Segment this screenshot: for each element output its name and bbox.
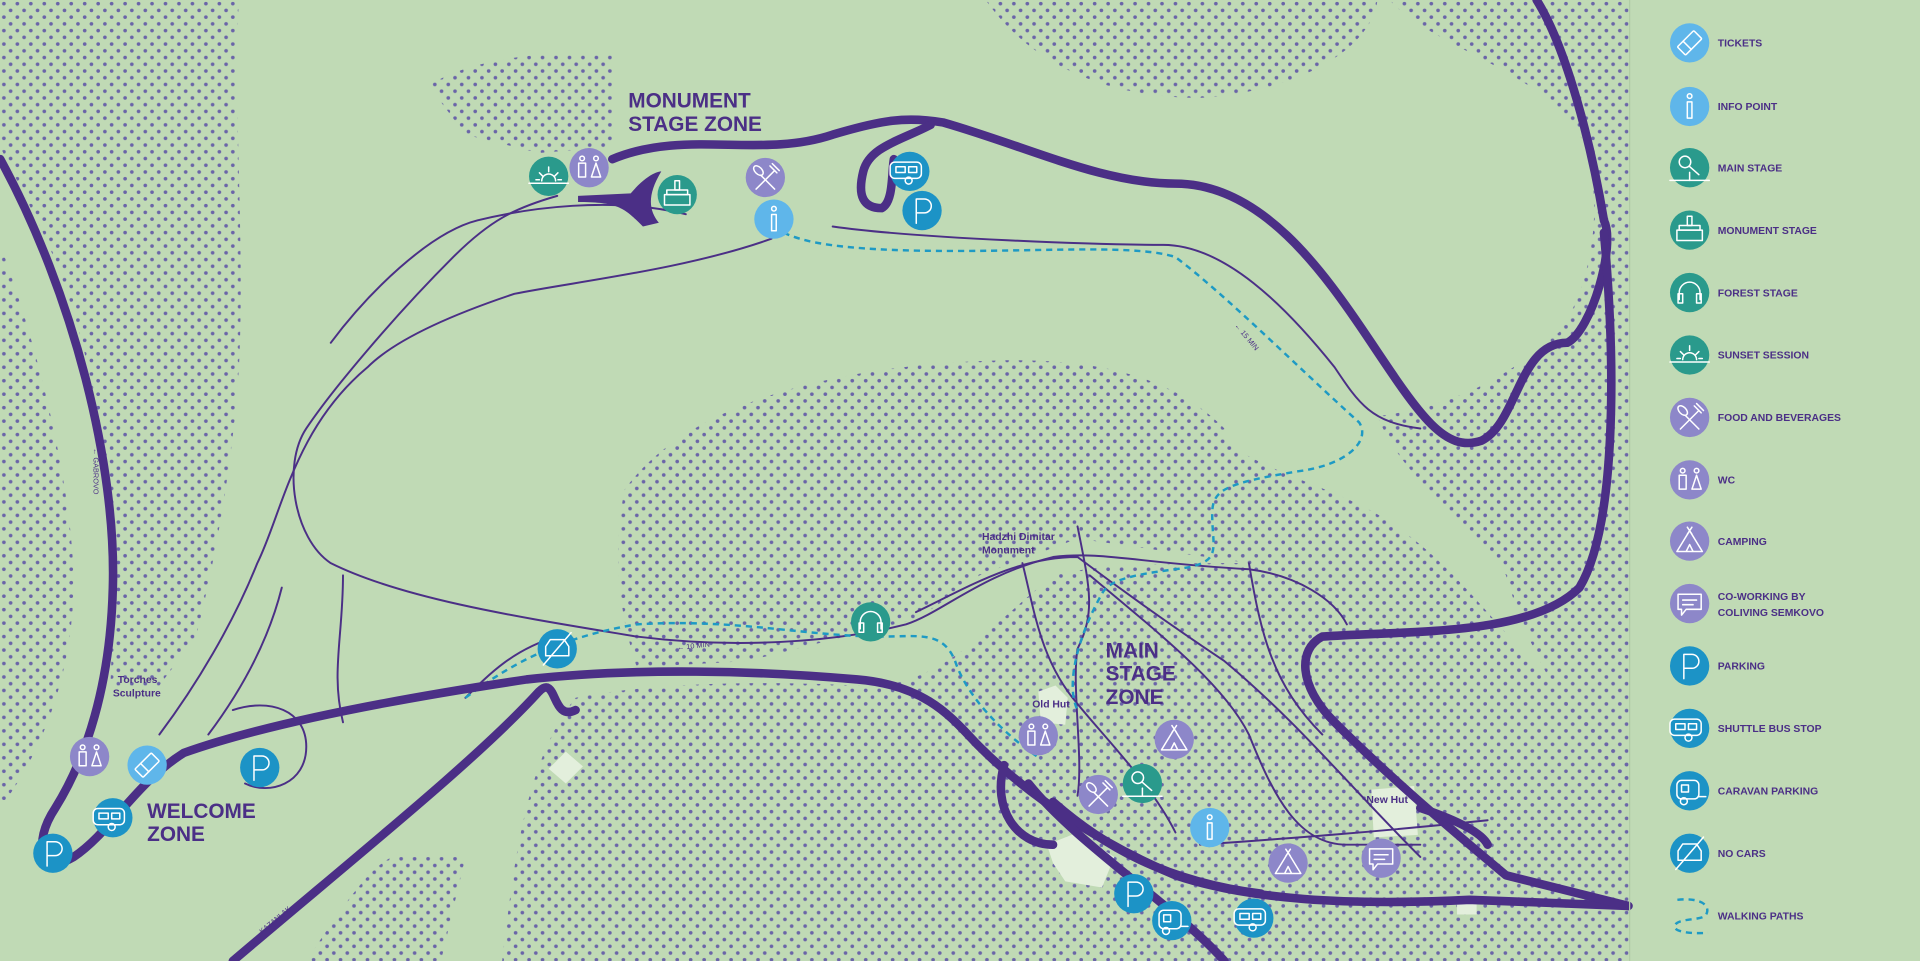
legend-label: SUNSET SESSION: [1718, 351, 1809, 362]
main-roads: [0, 0, 1633, 961]
wc-icon[interactable]: [69, 736, 110, 777]
legend-label: CAMPING: [1718, 537, 1767, 548]
info-icon: [1669, 86, 1711, 127]
legend-item-coworking: CO-WORKING BY COLIVING SEMKOVO: [1669, 583, 1824, 624]
sunset-icon[interactable]: [528, 155, 570, 197]
wc-icon: [1669, 459, 1711, 501]
zone-label-main-3: ZONE: [1106, 686, 1164, 709]
legend-item-parking: PARKING: [1669, 645, 1765, 687]
legend-item-forest-stage: FOREST STAGE: [1669, 272, 1798, 313]
headphones-icon[interactable]: [850, 601, 892, 643]
legend-label: PARKING: [1718, 662, 1765, 673]
caravan-icon: [1669, 770, 1711, 812]
zone-label-main: MAIN: [1106, 639, 1159, 662]
bus-icon[interactable]: [889, 150, 931, 192]
microphone-icon[interactable]: [1121, 763, 1163, 804]
sunset-icon: [1669, 334, 1711, 376]
legend-item-camping: CAMPING: [1669, 520, 1767, 562]
bus-icon[interactable]: [92, 797, 134, 839]
info-icon[interactable]: [753, 198, 795, 240]
legend-label: FOOD AND BEVERAGES: [1718, 413, 1841, 424]
legend-item-walking-paths: WALKING PATHS: [1673, 898, 1804, 935]
bus-icon: [1669, 707, 1711, 749]
zone-label-monument: MONUMENT: [628, 90, 751, 113]
bus-icon[interactable]: [1233, 897, 1275, 939]
chat-bubble-icon[interactable]: [1360, 837, 1402, 879]
parking-icon[interactable]: [901, 190, 943, 231]
zone-label-monument-2: STAGE ZONE: [628, 113, 762, 136]
zone-label-main-2: STAGE: [1106, 663, 1176, 686]
no-cars-icon[interactable]: [536, 628, 578, 670]
place-new-hut: New Hut: [1366, 795, 1408, 806]
chat-bubble-icon: [1669, 583, 1711, 624]
legend-item-info: INFO POINT: [1669, 86, 1778, 127]
legend-label: WALKING PATHS: [1718, 911, 1804, 922]
wc-icon[interactable]: [1017, 715, 1059, 757]
ticket-icon: [1669, 22, 1711, 64]
food-icon[interactable]: [744, 157, 786, 198]
headphones-icon: [1669, 272, 1711, 313]
legend-item-tickets: TICKETS: [1669, 22, 1763, 64]
legend-label: CO-WORKING BY: [1718, 592, 1806, 603]
legend-label: WC: [1718, 476, 1736, 487]
zone-label-welcome: WELCOME: [147, 800, 256, 823]
minor-paths: [158, 194, 1489, 858]
place-hadzhi-2: Monument: [982, 545, 1035, 556]
food-icon: [1669, 397, 1711, 438]
caravan-icon[interactable]: [1151, 900, 1193, 942]
legend-label: CARAVAN PARKING: [1718, 787, 1818, 798]
monument-icon[interactable]: [656, 174, 698, 216]
legend-item-monument-stage: MONUMENT STAGE: [1669, 209, 1817, 251]
legend-label: COLIVING SEMKOVO: [1718, 608, 1824, 619]
walk-time-10: ← 10 MIN: [676, 640, 710, 652]
parking-icon[interactable]: [239, 747, 281, 788]
legend-label: MAIN STAGE: [1718, 163, 1783, 174]
zone-label-welcome-2: ZONE: [147, 823, 205, 846]
legend-item-main-stage: MAIN STAGE: [1669, 147, 1783, 189]
place-old-hut: Old Hut: [1032, 700, 1070, 711]
tent-icon[interactable]: [1153, 719, 1195, 760]
place-torches-2: Sculpture: [113, 689, 161, 700]
map-labels: MONUMENT STAGE ZONE WELCOME ZONE MAIN ST…: [91, 90, 1408, 942]
walking-path-icon: [1673, 898, 1709, 935]
tent-icon[interactable]: [1267, 842, 1309, 884]
ticket-icon[interactable]: [126, 744, 168, 786]
tent-icon: [1669, 520, 1711, 562]
legend-label: INFO POINT: [1718, 102, 1778, 113]
place-torches: Torches: [118, 675, 158, 686]
legend-label: MONUMENT STAGE: [1718, 226, 1817, 237]
monument-icon: [1669, 209, 1711, 251]
legend-label: NO CARS: [1718, 849, 1766, 860]
direction-gabrovo: ← GABROVO: [91, 448, 100, 495]
parking-icon[interactable]: [1113, 873, 1155, 915]
legend-item-sunset: SUNSET SESSION: [1669, 334, 1809, 376]
info-icon[interactable]: [1189, 807, 1231, 848]
place-hadzhi: Hadzhi Dimitar: [982, 532, 1055, 543]
legend-item-no-cars: NO CARS: [1669, 832, 1766, 874]
legend-item-wc: WC: [1669, 459, 1736, 501]
legend-item-food: FOOD AND BEVERAGES: [1669, 397, 1841, 438]
food-icon[interactable]: [1077, 774, 1119, 815]
parking-icon[interactable]: [32, 832, 74, 874]
legend: TICKETS INFO POINT MAIN STAGE MONUMENT S…: [1629, 0, 1841, 961]
legend-item-caravan: CARAVAN PARKING: [1669, 770, 1818, 812]
direction-kazanlak: ← KAZANLAK: [250, 904, 292, 942]
wc-icon[interactable]: [568, 147, 610, 189]
microphone-icon: [1669, 147, 1711, 189]
no-cars-icon: [1669, 832, 1711, 874]
legend-label: SHUTTLE BUS STOP: [1718, 724, 1822, 735]
parking-icon: [1669, 645, 1711, 687]
legend-item-shuttle: SHUTTLE BUS STOP: [1669, 707, 1822, 749]
legend-label: TICKETS: [1718, 39, 1763, 50]
legend-label: FOREST STAGE: [1718, 288, 1798, 299]
